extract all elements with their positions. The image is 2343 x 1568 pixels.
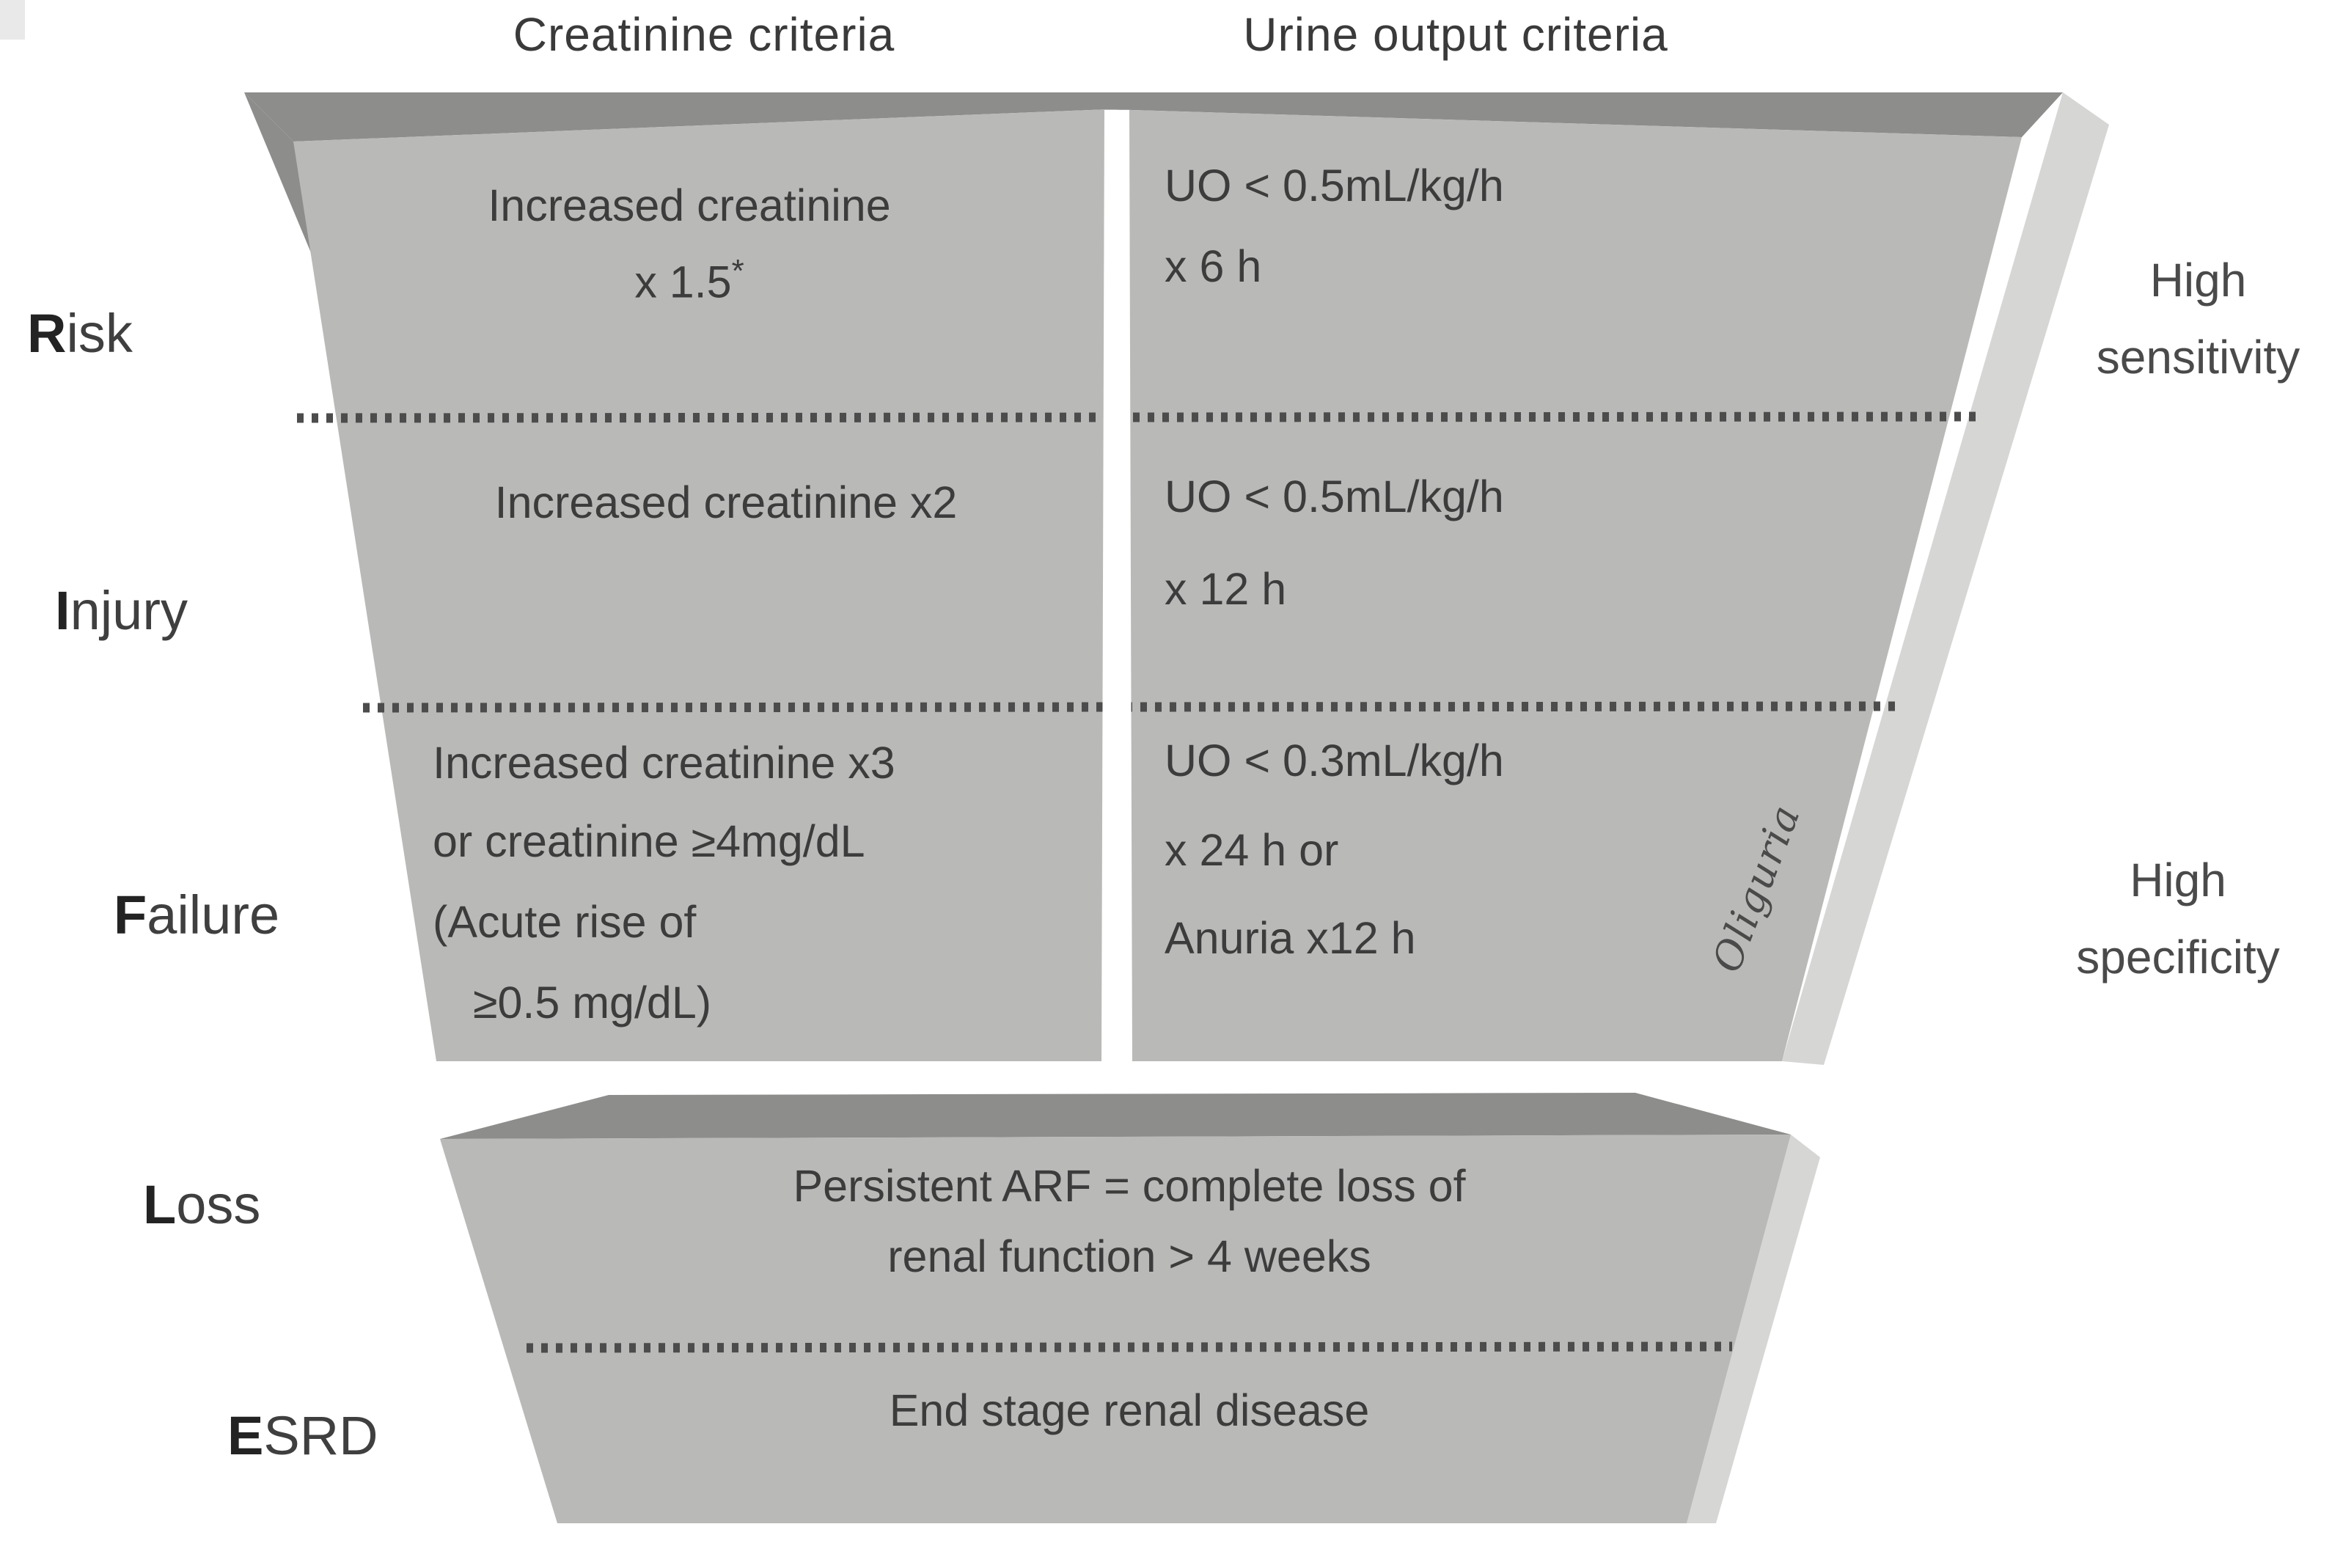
risk-creatinine-line2: x 1.5* xyxy=(367,253,1012,307)
urine-output-criteria-header: Urine output criteria xyxy=(1243,8,1668,61)
high-specificity-line1: High xyxy=(2130,854,2226,906)
stage-label-failure: Failure xyxy=(114,884,279,946)
failure-creatinine-line3: (Acute rise of xyxy=(433,897,697,947)
stage-label-risk-rest: isk xyxy=(66,303,133,364)
failure-urine-line3: Anuria x12 h xyxy=(1165,913,1416,963)
high-specificity-line2: specificity xyxy=(2076,931,2280,983)
stage-label-failure-rest: ailure xyxy=(147,884,280,945)
stage-label-failure-initial: F xyxy=(114,884,147,945)
upper-funnel-face xyxy=(293,109,2022,1061)
creatinine-criteria-header: Creatinine criteria xyxy=(513,8,895,61)
injury-creatinine-line1: Increased creatinine x2 xyxy=(494,477,958,527)
dotted-separator-risk-injury xyxy=(296,411,1981,423)
column-divider xyxy=(1101,110,1132,1061)
stage-label-esrd-initial: E xyxy=(227,1405,264,1466)
risk-creatinine-multiplier: x 1.5 xyxy=(634,257,732,307)
failure-creatinine-line1: Increased creatinine x3 xyxy=(433,738,895,788)
stage-label-esrd: ESRD xyxy=(227,1404,378,1467)
upper-funnel-right-bevel xyxy=(1782,92,2109,1065)
risk-creatinine-line1: Increased creatinine xyxy=(488,180,891,230)
injury-urine-line2: x 12 h xyxy=(1165,564,1287,614)
failure-urine-line2: x 24 h or xyxy=(1165,825,1339,875)
lower-trapezoid-face xyxy=(440,1135,1791,1523)
lower-trapezoid-top-rim xyxy=(440,1093,1791,1139)
stage-label-loss: Loss xyxy=(143,1173,260,1236)
failure-creatinine-line2: or creatinine ≥4mg/dL xyxy=(433,816,865,866)
stage-label-loss-initial: L xyxy=(143,1174,177,1235)
injury-urine-line1: UO < 0.5mL/kg/h xyxy=(1165,472,1504,521)
lower-trapezoid-right-bevel xyxy=(1687,1135,1820,1523)
failure-creatinine-line4: ≥0.5 mg/dL) xyxy=(473,978,712,1027)
high-specificity-label: High specificity xyxy=(2024,842,2332,996)
high-sensitivity-line2: sensitivity xyxy=(2096,331,2300,384)
risk-urine-line1: UO < 0.5mL/kg/h xyxy=(1165,161,1504,210)
loss-line2: renal function > 4 weeks xyxy=(887,1231,1371,1281)
upper-funnel-top-rim xyxy=(244,92,2063,142)
risk-asterisk: * xyxy=(731,253,744,289)
high-sensitivity-label: High sensitivity xyxy=(2053,242,2343,396)
stage-label-risk: Risk xyxy=(27,302,133,364)
scan-artifact xyxy=(0,0,25,40)
stage-label-esrd-rest: SRD xyxy=(263,1405,378,1466)
stage-label-injury: Injury xyxy=(55,579,188,642)
stage-label-injury-initial: I xyxy=(55,580,70,641)
risk-urine-line2: x 6 h xyxy=(1165,241,1262,291)
esrd-line1: End stage renal disease xyxy=(889,1385,1370,1435)
high-sensitivity-line1: High xyxy=(2149,254,2247,307)
dotted-separator-loss-esrd xyxy=(526,1341,1733,1353)
stage-label-loss-rest: oss xyxy=(176,1174,261,1235)
loss-line1: Persistent ARF = complete loss of xyxy=(793,1161,1466,1211)
stage-label-injury-rest: njury xyxy=(70,580,188,641)
failure-urine-line1: UO < 0.3mL/kg/h xyxy=(1165,736,1504,785)
stage-label-risk-initial: R xyxy=(27,303,67,364)
